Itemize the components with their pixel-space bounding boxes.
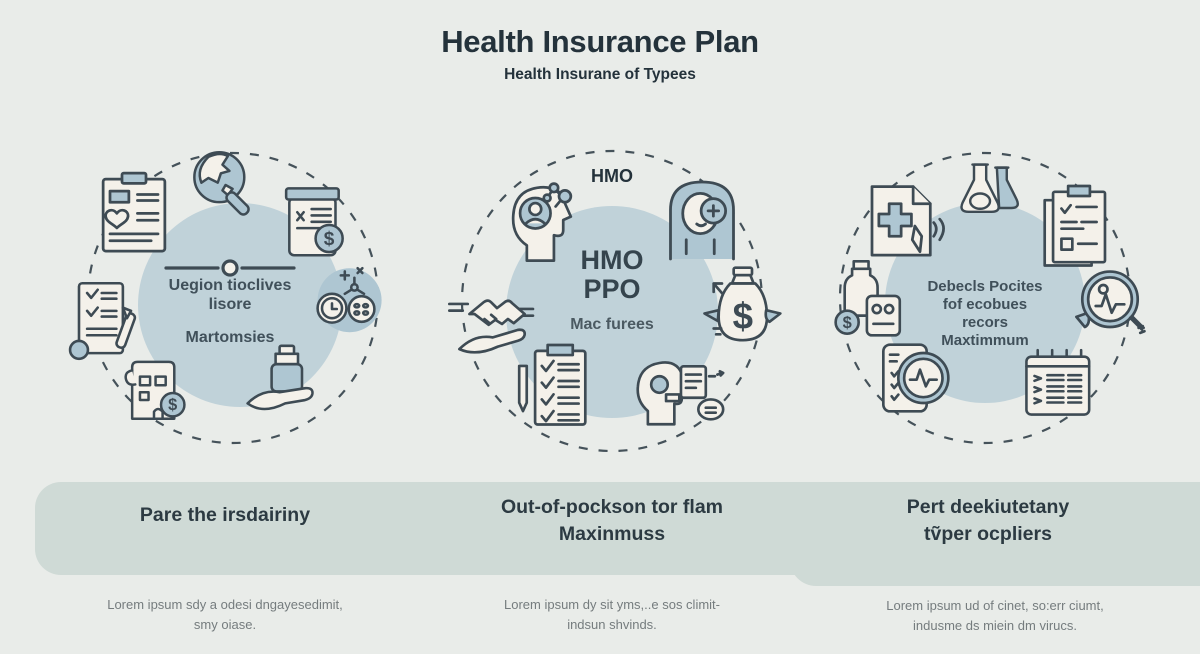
- center-line: Uegion tioclives: [168, 277, 292, 294]
- handshake-hand-icon: [446, 275, 538, 363]
- center-line: HMO: [580, 245, 644, 275]
- house-dollar-icon: $: [115, 350, 193, 422]
- heading-line: Pare the irsdairiny: [139, 504, 311, 526]
- heading-line: Maxinmuss: [558, 523, 666, 545]
- footnote-line: Lorem ipsum ud of cinet, so:err ciumt,: [886, 598, 1104, 613]
- checklist-pen-icon: [66, 278, 144, 361]
- ekg-card-icon: [875, 338, 955, 418]
- checklist-pencil-icon: [510, 342, 592, 430]
- magnifier-ekg-icon: [1068, 264, 1152, 348]
- chat-head-icon: [628, 348, 725, 426]
- bottom-band-extension: [790, 482, 1200, 586]
- svg-text:$: $: [324, 229, 335, 250]
- heading-line: Out-of-pockson tor flam: [500, 496, 724, 518]
- circle-group-plan-3: Debecls Pocites fof ecobues recors Maxti…: [834, 148, 1146, 453]
- slider-icon: [163, 259, 297, 277]
- band-heading-3: Pert deekiutetany tṽper ocpliers: [823, 494, 1153, 548]
- head-avatar-icon: [498, 176, 576, 264]
- calendar-list-icon: [1020, 348, 1094, 420]
- band-heading-2: Out-of-pockson tor flam Maxinmuss: [447, 494, 777, 548]
- footnote-line: indusme ds miein dm virucs.: [913, 618, 1077, 633]
- svg-text:$: $: [843, 314, 852, 332]
- circle-group-plan-1: Uegion tioclives lisore Martomsies: [68, 146, 382, 453]
- center-line: fof ecobues: [942, 296, 1028, 313]
- globe-search-icon: [185, 146, 263, 224]
- center-line: recors: [962, 314, 1008, 331]
- flasks-icon: [948, 160, 1032, 224]
- footnote-3: Lorem ipsum ud of cinet, so:err ciumt, i…: [820, 596, 1170, 636]
- med-file-cross-icon: [860, 176, 945, 264]
- footnote-line: Lorem ipsum sdy a odesi dngayesedimit,: [107, 597, 343, 612]
- rx-bottle-dollar-icon: $: [278, 182, 350, 260]
- heading-line: Pert deekiutetany: [906, 496, 1070, 518]
- center-line: Martomsies: [185, 329, 275, 346]
- circle-center-text: HMO PPO Mac furees: [512, 246, 712, 334]
- center-line: lisore: [208, 296, 252, 313]
- header: Health Insurance Plan Health Insurane of…: [0, 24, 1200, 84]
- footnote-line: indsun shvinds.: [567, 617, 657, 632]
- woman-face-icon: [660, 173, 744, 261]
- bottles-dollar-icon: $: [834, 258, 908, 342]
- page-title: Health Insurance Plan: [441, 24, 759, 59]
- circle-top-label: HMO: [591, 166, 633, 186]
- hand-lotion-icon: [238, 342, 326, 420]
- clipboard-list-icon: [1038, 183, 1110, 271]
- footnote-2: Lorem ipsum dy sit yms,..e sos climit- i…: [447, 595, 777, 635]
- footnote-1: Lorem ipsum sdy a odesi dngayesedimit, s…: [55, 595, 395, 635]
- center-line: Debecls Pocites: [927, 278, 1043, 295]
- pills-clock-icon: [308, 265, 388, 345]
- svg-text:$: $: [733, 296, 753, 337]
- page-subtitle: Health Insurane of Typees: [504, 66, 696, 83]
- svg-text:$: $: [168, 396, 177, 414]
- center-subline: Mac furees: [570, 316, 654, 333]
- band-heading-1: Pare the irsdairiny: [60, 502, 390, 529]
- circle-center-text: Uegion tioclives lisore Martomsies: [115, 276, 345, 347]
- heading-line: tṽper ocpliers: [924, 523, 1052, 545]
- circle-center-text: Debecls Pocites fof ecobues recors Maxti…: [870, 278, 1100, 350]
- footnote-line: Lorem ipsum dy sit yms,..e sos climit-: [504, 597, 720, 612]
- center-line: PPO: [583, 274, 641, 304]
- money-bag-icon: $: [702, 265, 782, 357]
- circle-group-plan-2: HMO HMO PPO Mac furees: [448, 148, 782, 458]
- center-line: Maxtimmum: [941, 332, 1029, 349]
- clipboard-heart-icon: [98, 170, 170, 255]
- footnote-line: smy oiase.: [193, 617, 257, 632]
